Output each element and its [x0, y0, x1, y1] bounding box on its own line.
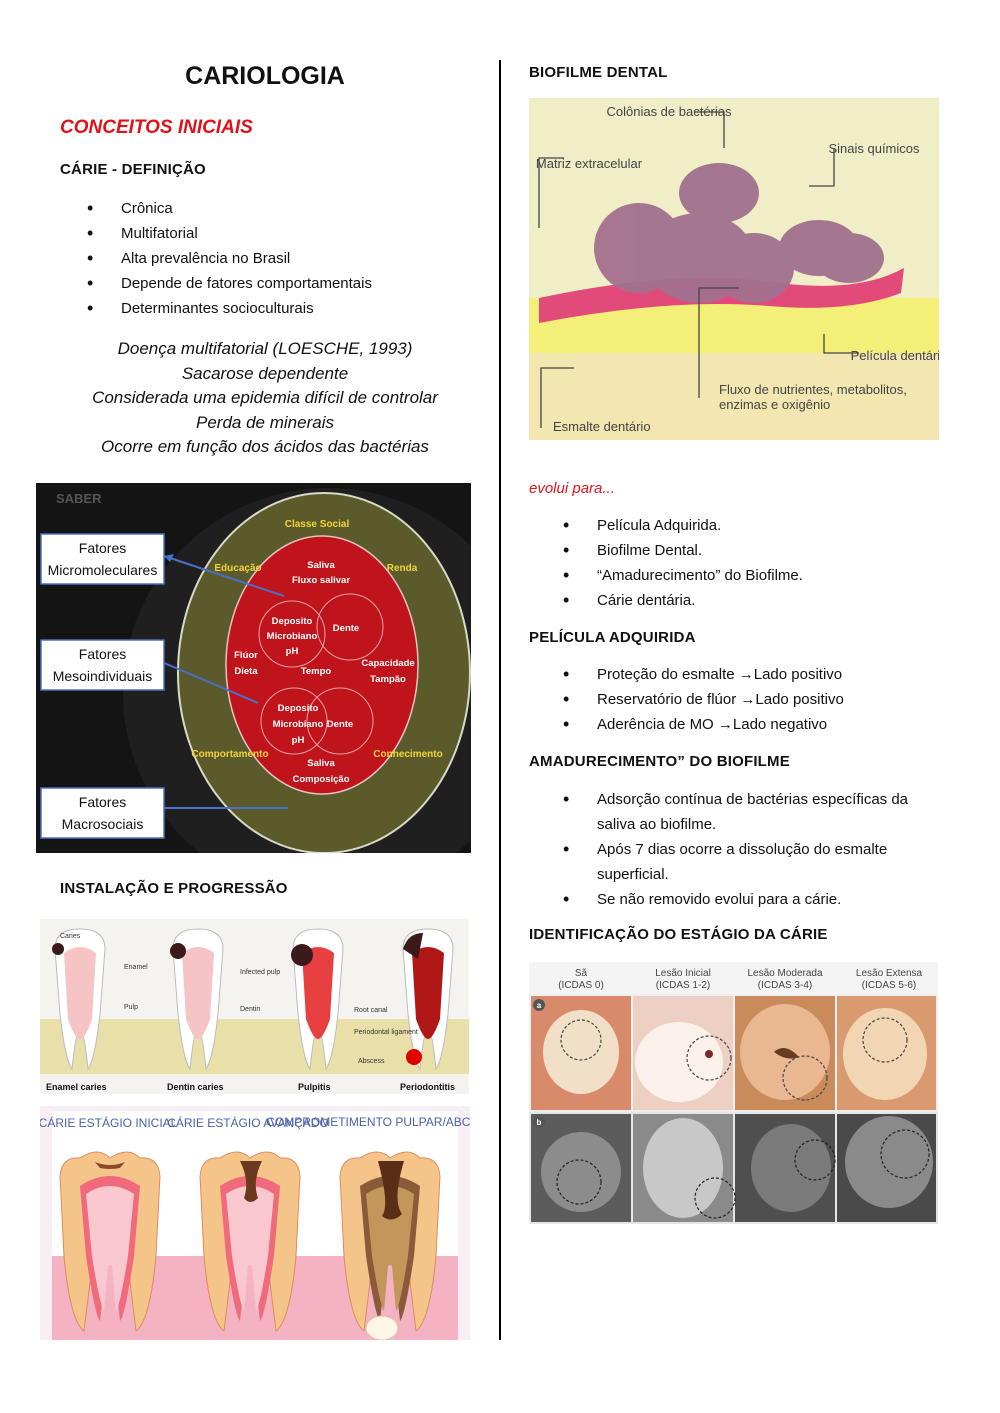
list-item: Biofilme Dental. [563, 538, 803, 563]
stage2-label: CÁRIE ESTÁGIO INICIAL [40, 1115, 178, 1130]
inner-label: Flúor [234, 650, 258, 661]
tooth-label: Periodontal ligament [354, 1029, 418, 1036]
evolui-text: evolui para... [529, 480, 615, 497]
tooth-label: Pulp [124, 1004, 138, 1011]
page-title: CARIOLOGIA [185, 62, 345, 90]
inner-label: Dente [333, 623, 359, 634]
heading-biofilme: BIOFILME DENTAL [529, 64, 668, 81]
icdas-column-label: (ICDAS 0) [558, 980, 604, 991]
label-macro: Fatores Macrosociais [61, 794, 144, 832]
section-heading-conceitos: CONCEITOS INICIAIS [60, 117, 253, 138]
inner-label: Capacidade [361, 658, 414, 669]
inner-label: Microbiano [267, 631, 318, 642]
inner-label: Dieta [234, 666, 258, 677]
outer-label: Classe Social [285, 519, 350, 530]
heading-pelicula: PELÍCULA ADQUIRIDA [529, 629, 696, 646]
biofilm-label-flow: Fluxo de nutrientes, metabolitos, enzima… [719, 382, 907, 412]
outer-label: Renda [387, 563, 418, 574]
pelicula-list: Proteção do esmalte →Lado positivo Reser… [563, 662, 844, 737]
stage2-label: CÁRIE ESTÁGIO AVANÇADO [167, 1115, 329, 1130]
label-micro: Fatores Micromoleculares [47, 540, 158, 578]
icdas-column-label: (ICDAS 1-2) [656, 980, 710, 991]
inner-label: Saliva [307, 560, 335, 571]
inner-label: Deposito [272, 616, 313, 627]
outer-label: Educação [214, 563, 261, 574]
row-label: a [537, 1001, 542, 1010]
definition-list: Crônica Multifatorial Alta prevalência n… [87, 196, 372, 321]
tooth-label: Enamel [124, 964, 148, 971]
quote-line: Sacarose dependente [181, 363, 349, 383]
list-item: Reservatório de flúor →Lado positivo [563, 687, 844, 712]
heading-carie-definicao: CÁRIE - DEFINIÇÃO [60, 161, 206, 178]
list-item: Película Adquirida. [563, 513, 803, 538]
stage2-label: COMPROMETIMENTO PULPAR/ABCESSO [266, 1115, 470, 1129]
caries-stage-illustration: CÁRIE ESTÁGIO INICIAL CÁRIE ESTÁGIO AVAN… [40, 1106, 470, 1340]
evolution-list: Película Adquirida. Biofilme Dental. “Am… [563, 513, 803, 613]
stage-label: Pulpitis [298, 1082, 331, 1092]
tooth-label: Infected pulp [240, 969, 280, 976]
list-item: Crônica [87, 196, 372, 221]
caries-factors-diagram: SABER Classe Social Educação Renda Compo… [36, 483, 471, 853]
quote-line: Considerada uma epidemia difícil de cont… [92, 388, 438, 407]
inner-label: Tempo [301, 666, 332, 677]
list-item: Determinantes socioculturais [87, 296, 372, 321]
tooth-progression-diagram: Caries Enamel Pulp Dentin Infected pulp … [40, 919, 469, 1094]
icdas-column-label: Lesão Moderada [747, 968, 822, 979]
tooth-label: Abscess [358, 1058, 385, 1065]
list-item: Cárie dentária. [563, 588, 803, 613]
stage-label: Enamel caries [46, 1082, 107, 1092]
label-meso: Fatores Mesoindividuais [52, 646, 153, 684]
biofilm-label: Sinais químicos [828, 141, 920, 156]
icdas-photo-grid: a b Sã (ICDAS 0) Lesão Inicial (ICDAS 1-… [529, 962, 938, 1224]
definition-quote: Doença multifatorial (LOESCHE, 1993) Sac… [60, 337, 470, 460]
inner-label: pH [286, 646, 299, 657]
list-item: Multifatorial [87, 221, 372, 246]
heading-identificacao: IDENTIFICAÇÃO DO ESTÁGIO DA CÁRIE [529, 926, 828, 943]
icdas-column-label: Sã [575, 968, 588, 979]
tooth-label: Caries [60, 933, 81, 940]
list-item: Se não removido evolui para a cárie. [563, 887, 933, 912]
stage-label: Periodontitis [400, 1082, 455, 1092]
heading-amadurecimento: AMADURECIMENTO” DO BIOFILME [529, 753, 790, 770]
outer-label: Conhecimento [373, 749, 442, 760]
list-item: Proteção do esmalte →Lado positivo [563, 662, 844, 687]
inner-label: Microbiano [273, 719, 324, 730]
inner-label: pH [292, 735, 305, 746]
quote-line: Perda de minerais [196, 412, 334, 432]
column-divider [499, 60, 501, 1340]
icdas-column-label: Lesão Inicial [655, 968, 711, 979]
inner-label: Tampão [370, 674, 406, 685]
biofilm-diagram: Colônias de bactérias Matriz extracelula… [529, 98, 939, 440]
list-item: Aderência de MO →Lado negativo [563, 712, 844, 737]
inner-label: Dente [327, 719, 353, 730]
list-item: Alta prevalência no Brasil [87, 246, 372, 271]
icdas-column-label: (ICDAS 5-6) [862, 980, 916, 991]
outer-label: Comportamento [191, 749, 268, 760]
tooth-label: Root canal [354, 1007, 388, 1014]
watermark-text: SABER [56, 491, 102, 506]
inner-label: Saliva [307, 758, 335, 769]
heading-instalacao: INSTALAÇÃO E PROGRESSÃO [60, 880, 288, 897]
quote-line: Ocorre em função dos ácidos das bactéria… [101, 437, 429, 456]
list-item: Adsorção contínua de bactérias específic… [563, 787, 933, 837]
list-item: “Amadurecimento” do Biofilme. [563, 563, 803, 588]
tooth-label: Dentin [240, 1006, 260, 1013]
amadurecimento-list: Adsorção contínua de bactérias específic… [563, 787, 933, 912]
stage-label: Dentin caries [167, 1082, 224, 1092]
inner-label: Fluxo salivar [292, 575, 350, 586]
list-item: Após 7 dias ocorre a dissolução do esmal… [563, 837, 933, 887]
biofilm-label: Colônias de bactérias [606, 104, 732, 119]
inner-label: Deposito [278, 703, 319, 714]
inner-label: Composição [292, 774, 349, 785]
icdas-column-label: Lesão Extensa [856, 968, 923, 979]
list-item: Depende de fatores comportamentais [87, 271, 372, 296]
row-label: b [537, 1118, 542, 1127]
icdas-column-label: (ICDAS 3-4) [758, 980, 812, 991]
biofilm-label: Película dentária [851, 348, 939, 363]
quote-line: Doença multifatorial (LOESCHE, 1993) [117, 339, 413, 358]
biofilm-label-enamel: Esmalte dentário [553, 419, 651, 434]
biofilm-label: Matriz extracelular [536, 156, 643, 171]
